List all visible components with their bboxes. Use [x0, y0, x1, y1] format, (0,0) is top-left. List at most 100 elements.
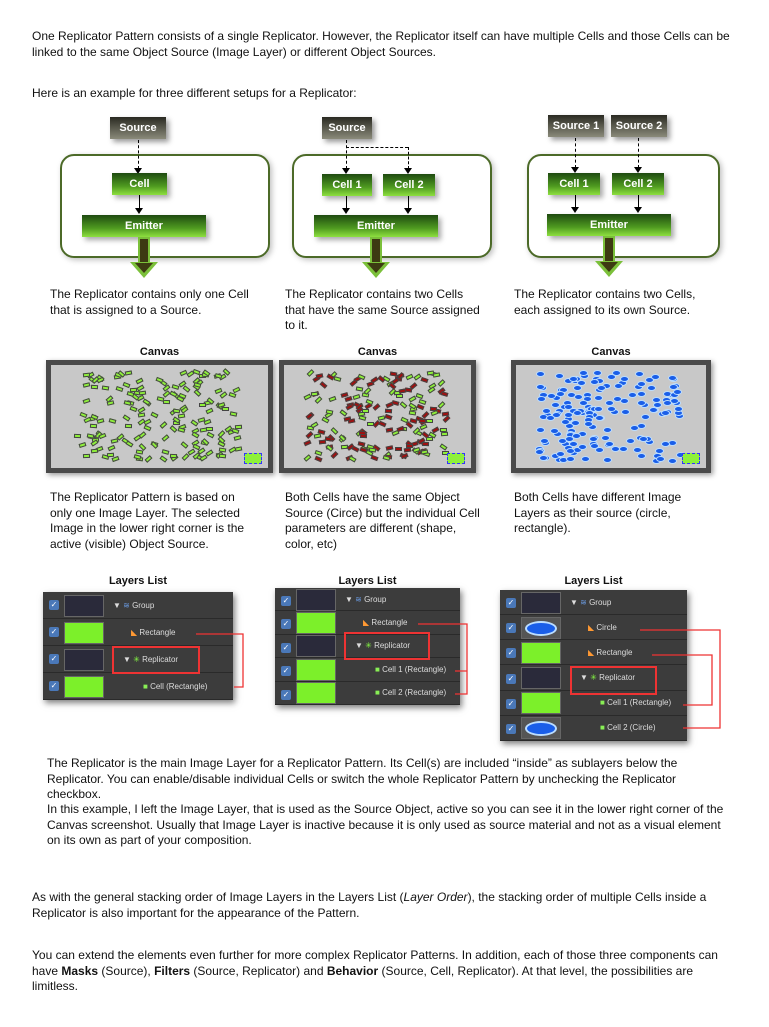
particle	[607, 406, 617, 413]
layer-thumbnail	[296, 612, 336, 635]
visibility-checkbox[interactable]: ✓	[506, 723, 516, 734]
emitter-box: Emitter	[547, 214, 671, 236]
particle	[639, 435, 649, 442]
explanation-paragraph-2: In this example, I left the Image Layer,…	[47, 802, 724, 847]
particle	[576, 380, 586, 387]
particle	[596, 385, 606, 392]
particle	[579, 400, 589, 407]
particle	[560, 419, 570, 426]
particle	[654, 448, 664, 455]
layer-row[interactable]: ✓ ■ Cell 2 (Circle)	[500, 716, 687, 741]
particle	[535, 448, 545, 455]
explanation-paragraph-1: The Replicator is the main Image Layer f…	[47, 756, 678, 801]
visibility-checkbox[interactable]: ✓	[281, 642, 291, 653]
visibility-checkbox[interactable]: ✓	[506, 673, 516, 684]
layer-thumbnail	[521, 641, 561, 664]
layer-row[interactable]: ✓ ■ Cell (Rectangle)	[43, 673, 233, 700]
visibility-checkbox[interactable]: ✓	[506, 648, 516, 659]
visibility-checkbox[interactable]: ✓	[281, 689, 291, 700]
particle	[573, 393, 583, 400]
emitter-box: Emitter	[314, 215, 438, 237]
layer-row[interactable]: ✓ ■ Cell 2 (Rectangle)	[275, 682, 460, 705]
replicator-icon: ✳	[365, 641, 372, 651]
particle	[652, 396, 662, 403]
visibility-checkbox[interactable]: ✓	[281, 596, 291, 606]
layer-name: ▼ ✳ Replicator	[355, 641, 411, 651]
layer-row[interactable]: ✓ ■ Cell 1 (Rectangle)	[275, 658, 460, 682]
visibility-checkbox[interactable]: ✓	[49, 681, 59, 691]
visibility-checkbox[interactable]: ✓	[281, 666, 291, 677]
layer-row[interactable]: ✓ ◣ Rectangle	[43, 619, 233, 646]
cell-icon: ■	[375, 688, 380, 698]
layer-name: ■ Cell 2 (Circle)	[600, 723, 656, 733]
layer-row[interactable]: ✓ ▼ ✳ Replicator	[500, 666, 687, 691]
replicator-container	[527, 154, 720, 258]
layer-row[interactable]: ✓ ◣ Circle	[500, 615, 687, 641]
group-icon: ≋	[355, 594, 362, 604]
layer-thumbnail	[296, 658, 336, 681]
layer-thumbnail	[521, 591, 561, 614]
selected-source	[244, 453, 262, 464]
particle	[572, 385, 582, 392]
layer-row[interactable]: ✓ ■ Cell 1 (Rectangle)	[500, 691, 687, 716]
example-intro: Here is an example for three different s…	[32, 86, 357, 100]
visibility-checkbox[interactable]: ✓	[506, 698, 516, 709]
diagram-3-caption: The Replicator contains two Cells, each …	[514, 287, 696, 317]
visibility-checkbox[interactable]: ✓	[49, 627, 59, 637]
layer-name: ▼ ✳ Replicator	[123, 654, 179, 664]
output-arrow-icon	[595, 261, 623, 277]
visibility-checkbox[interactable]: ✓	[49, 654, 59, 664]
layer-row[interactable]: ✓ ▼ ≋ Group	[275, 588, 460, 612]
particle	[612, 395, 622, 402]
visibility-checkbox[interactable]: ✓	[49, 600, 59, 610]
layer-thumbnail	[521, 692, 561, 715]
cell-2-box: Cell 2	[383, 174, 435, 196]
cell-1-box: Cell 1	[322, 174, 372, 196]
particle	[634, 370, 644, 377]
particle	[539, 438, 549, 445]
particle	[641, 413, 651, 420]
layer-thumbnail	[296, 682, 336, 705]
particle	[607, 373, 617, 380]
layer-row[interactable]: ✓ ▼ ≋ Group	[500, 590, 687, 616]
layer-row[interactable]: ✓ ◣ Rectangle	[500, 640, 687, 666]
particle	[605, 400, 615, 407]
particle	[571, 420, 581, 427]
source-box: Source	[322, 117, 372, 139]
layer-thumbnail	[521, 717, 561, 740]
layer-thumbnail	[64, 648, 104, 671]
particle	[595, 414, 605, 421]
layer-row[interactable]: ✓ ◣ Rectangle	[275, 611, 460, 635]
particle	[550, 427, 560, 434]
visibility-checkbox[interactable]: ✓	[281, 619, 291, 630]
particle	[590, 378, 600, 385]
layer-name: ◣ Rectangle	[363, 618, 408, 628]
canvas-2-label: Canvas	[357, 346, 398, 358]
canvas-screenshot-3	[511, 360, 711, 473]
particle	[605, 440, 615, 447]
particle	[572, 410, 582, 417]
layer-thumbnail	[64, 594, 104, 617]
layer-name: ◣ Rectangle	[131, 627, 176, 637]
visibility-checkbox[interactable]: ✓	[506, 623, 516, 634]
layer-name: ▼ ✳ Replicator	[580, 673, 636, 683]
layer-row[interactable]: ✓ ▼ ✳ Replicator	[275, 635, 460, 659]
canvas-1-label: Canvas	[139, 346, 180, 358]
layer-name: ■ Cell 1 (Rectangle)	[375, 664, 447, 674]
replicator-icon: ✳	[133, 654, 140, 664]
particle	[577, 443, 587, 450]
visibility-checkbox[interactable]: ✓	[506, 598, 516, 608]
particle	[581, 455, 591, 462]
layer-row[interactable]: ✓ ▼ ≋ Group	[43, 592, 233, 619]
particle	[595, 447, 605, 454]
particle	[636, 453, 646, 460]
source-box: Source	[110, 117, 166, 139]
diagram-1-caption: The Replicator contains only one Cell th…	[50, 287, 249, 317]
output-arrow-icon	[362, 262, 390, 278]
particle	[565, 435, 575, 442]
particle	[563, 412, 573, 419]
particle	[662, 400, 672, 407]
particle	[651, 374, 661, 381]
diagram-2-caption: The Replicator contains two Cells that h…	[285, 287, 480, 332]
cell-icon: ■	[600, 723, 605, 733]
